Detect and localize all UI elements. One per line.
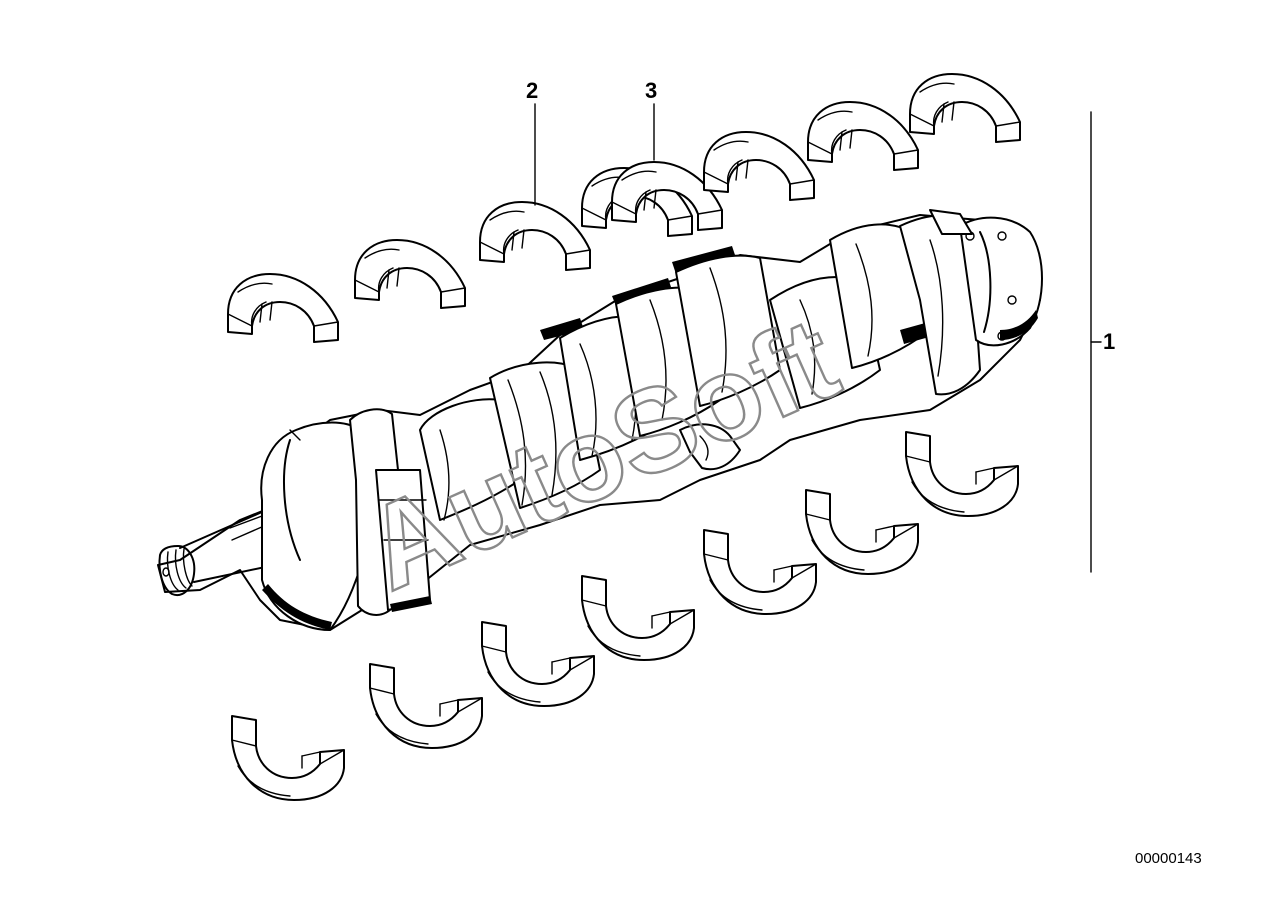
lower-bearing-shell bbox=[703, 529, 817, 615]
callout-part-2: 2 bbox=[526, 78, 539, 103]
lower-bearing-shell bbox=[581, 575, 695, 661]
leader-lines bbox=[534, 103, 1102, 573]
callout-part-1: 1 bbox=[1103, 329, 1116, 354]
lower-bearing-shell bbox=[481, 621, 595, 707]
lower-bearing-shell bbox=[369, 663, 483, 749]
upper-bearing-shell bbox=[479, 201, 591, 271]
upper-bearing-shell bbox=[909, 73, 1021, 143]
lower-bearing-shell bbox=[805, 489, 919, 575]
upper-bearing-shell bbox=[227, 273, 339, 343]
callout-part-3: 3 bbox=[645, 78, 658, 103]
diagram-reference-number: 00000143 bbox=[1135, 850, 1202, 867]
upper-bearing-shell bbox=[807, 101, 919, 171]
upper-bearing-shell bbox=[354, 239, 466, 309]
upper-bearing-shell bbox=[703, 131, 815, 201]
lower-bearing-shell bbox=[231, 715, 345, 801]
lower-bearing-shell bbox=[905, 431, 1019, 517]
crankshaft bbox=[157, 209, 1043, 631]
